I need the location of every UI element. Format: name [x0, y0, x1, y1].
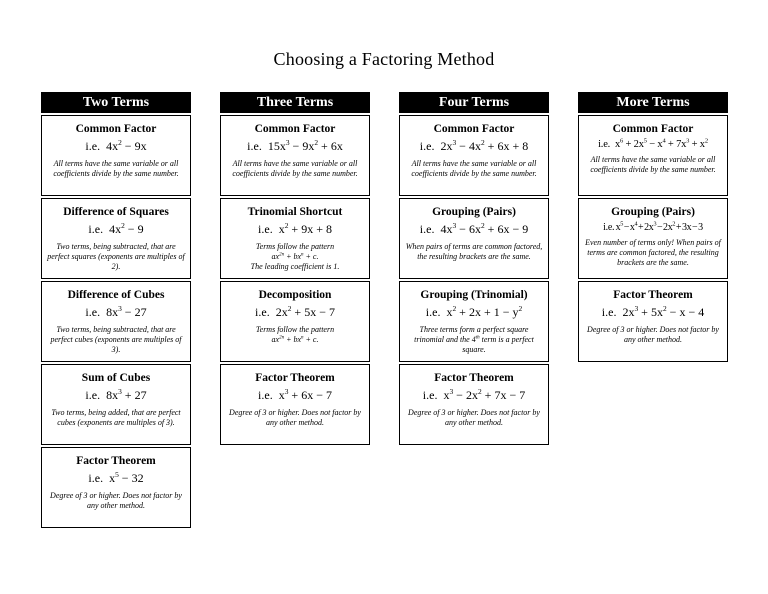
method-example: i.e. 4x3 − 6x2 + 6x − 9: [419, 220, 529, 236]
method-example: i.e. 15x3 − 9x2 + 6x: [247, 137, 343, 153]
method-example: i.e. x3 − 2x2 + 7x − 7: [422, 386, 526, 402]
method-example: i.e. 2x2 + 5x − 7: [255, 303, 335, 319]
factoring-method-board: Two Terms Common Factor i.e. 4x2 − 9x Al…: [41, 92, 768, 530]
method-example: i.e. 4x2 − 9x: [85, 137, 147, 153]
method-card: Factor Theorem i.e. x3 − 2x2 + 7x − 7 De…: [399, 364, 549, 445]
method-description: All terms have the same variable or all …: [411, 158, 537, 179]
method-card: Difference of Squares i.e. 4x2 − 9 Two t…: [41, 198, 191, 279]
method-example: i.e. x2 + 9x + 8: [258, 220, 332, 236]
method-description: Degree of 3 or higher. Does not factor b…: [229, 407, 361, 428]
method-example: i.e. x3 + 6x − 7: [258, 386, 332, 402]
method-example: i.e. 2x3 − 4x2 + 6x + 8: [419, 137, 529, 153]
method-description: All terms have the same variable or all …: [590, 154, 716, 175]
method-example: i.e. x5 − 32: [88, 469, 144, 485]
method-card: Factor Theorem i.e. x3 + 6x − 7 Degree o…: [220, 364, 370, 445]
column-header: Three Terms: [220, 92, 370, 113]
method-card: Trinomial Shortcut i.e. x2 + 9x + 8 Term…: [220, 198, 370, 279]
method-card: Factor Theorem i.e. x5 − 32 Degree of 3 …: [41, 447, 191, 528]
method-title: Grouping (Pairs): [611, 206, 695, 218]
method-example: i.e. 8x3 − 27: [85, 303, 147, 319]
method-description: Degree of 3 or higher. Does not factor b…: [50, 490, 182, 511]
method-example: i.e. 8x3 + 27: [85, 386, 147, 402]
method-card: Common Factor i.e. 2x3 − 4x2 + 6x + 8 Al…: [399, 115, 549, 196]
method-card: Grouping (Trinomial) i.e. x2 + 2x + 1 − …: [399, 281, 549, 362]
method-title: Common Factor: [75, 123, 157, 135]
method-example: i.e. 2x3 + 5x2 − x − 4: [601, 303, 705, 319]
method-title: Sum of Cubes: [81, 372, 151, 384]
method-card: Factor Theorem i.e. 2x3 + 5x2 − x − 4 De…: [578, 281, 728, 362]
method-card: Common Factor i.e. 4x2 − 9x All terms ha…: [41, 115, 191, 196]
column-two-terms: Two Terms Common Factor i.e. 4x2 − 9x Al…: [41, 92, 191, 530]
method-description: Two terms, being added, that are perfect…: [51, 407, 181, 428]
method-title: Grouping (Trinomial): [420, 289, 528, 301]
method-description: All terms have the same variable or all …: [232, 158, 358, 179]
method-title: Difference of Squares: [63, 206, 169, 218]
column-header: More Terms: [578, 92, 728, 113]
method-title: Factor Theorem: [434, 372, 514, 384]
method-title: Common Factor: [612, 123, 694, 135]
method-title: Grouping (Pairs): [432, 206, 516, 218]
method-example: i.e. x6 + 2x5 − x4 + 7x3 + x2: [598, 137, 708, 150]
method-title: Factor Theorem: [255, 372, 335, 384]
method-title: Factor Theorem: [613, 289, 693, 301]
method-description: Degree of 3 or higher. Does not factor b…: [408, 407, 540, 428]
method-description: Degree of 3 or higher. Does not factor b…: [587, 324, 719, 345]
column-more-terms: More Terms Common Factor i.e. x6 + 2x5 −…: [578, 92, 728, 530]
method-example: i.e. 4x2 − 9: [88, 220, 144, 236]
method-title: Decomposition: [258, 289, 332, 301]
method-description: When pairs of terms are common factored,…: [405, 241, 543, 262]
method-description: Terms follow the pattern ax2n + bxn + c.: [255, 324, 335, 345]
method-card: Sum of Cubes i.e. 8x3 + 27 Two terms, be…: [41, 364, 191, 445]
method-description: Terms follow the pattern ax2n + bxn + c.…: [250, 241, 340, 272]
method-description: Even number of terms only! When pairs of…: [585, 237, 721, 268]
column-four-terms: Four Terms Common Factor i.e. 2x3 − 4x2 …: [399, 92, 549, 530]
method-card: Decomposition i.e. 2x2 + 5x − 7 Terms fo…: [220, 281, 370, 362]
method-title: Trinomial Shortcut: [247, 206, 343, 218]
method-description: Two terms, being subtracted, that are pe…: [50, 324, 182, 355]
method-description: All terms have the same variable or all …: [53, 158, 179, 179]
column-header: Four Terms: [399, 92, 549, 113]
method-title: Difference of Cubes: [67, 289, 165, 301]
method-card: Grouping (Pairs) i.e. x5 − x4 + 2x3 − 2x…: [578, 198, 728, 279]
method-title: Factor Theorem: [76, 455, 156, 467]
method-title: Common Factor: [254, 123, 336, 135]
method-card: Common Factor i.e. 15x3 − 9x2 + 6x All t…: [220, 115, 370, 196]
method-title: Common Factor: [433, 123, 515, 135]
method-card: Common Factor i.e. x6 + 2x5 − x4 + 7x3 +…: [578, 115, 728, 196]
method-description: Two terms, being subtracted, that are pe…: [47, 241, 185, 272]
method-example: i.e. x5 − x4 + 2x3 − 2x2 + 3x − 3: [603, 220, 703, 233]
method-card: Grouping (Pairs) i.e. 4x3 − 6x2 + 6x − 9…: [399, 198, 549, 279]
page-title: Choosing a Factoring Method: [273, 49, 495, 69]
column-three-terms: Three Terms Common Factor i.e. 15x3 − 9x…: [220, 92, 370, 530]
column-header: Two Terms: [41, 92, 191, 113]
method-card: Difference of Cubes i.e. 8x3 − 27 Two te…: [41, 281, 191, 362]
method-example: i.e. x2 + 2x + 1 − y2: [425, 303, 523, 319]
method-description: Three terms form a perfect square trinom…: [414, 324, 534, 355]
